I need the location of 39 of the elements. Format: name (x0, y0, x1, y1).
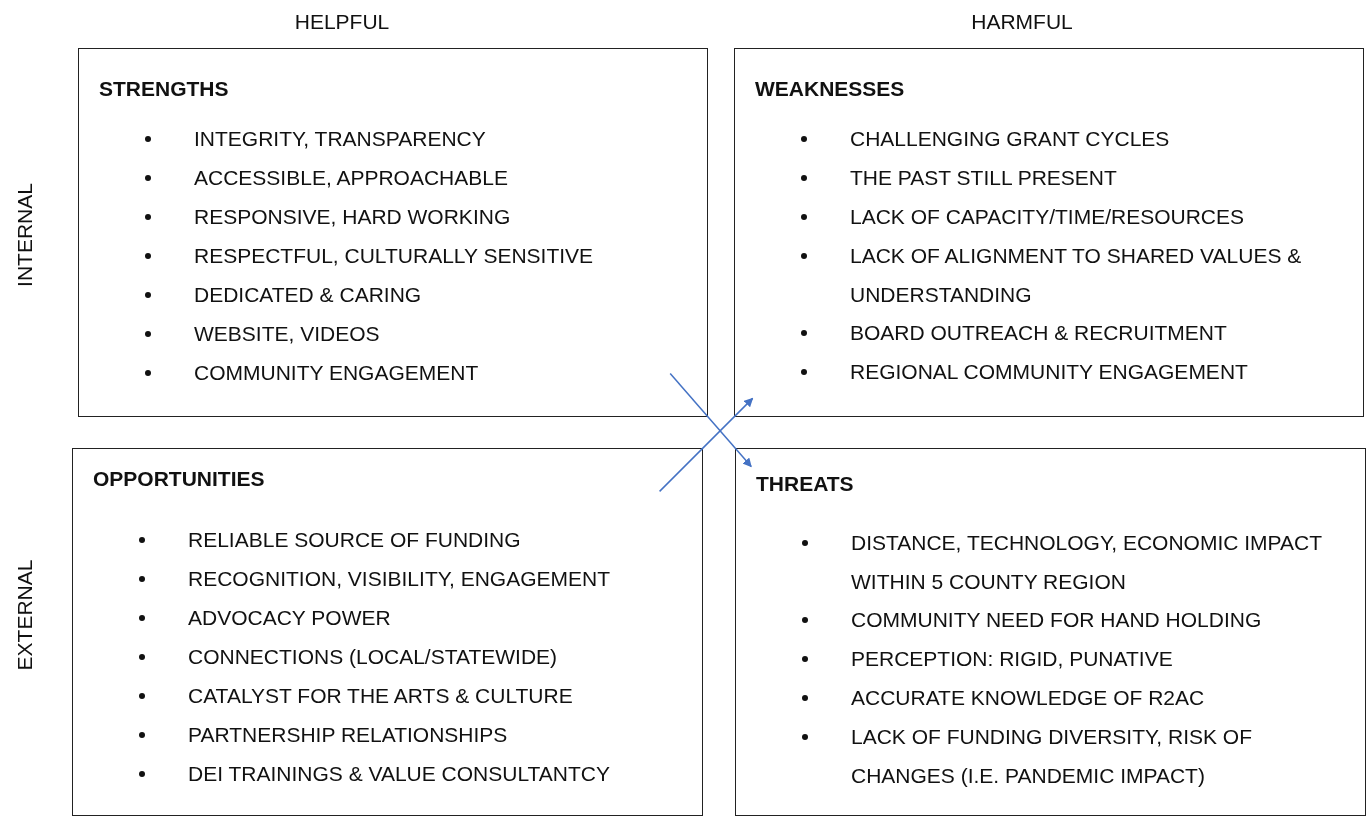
quadrant-box (734, 48, 1364, 417)
bullet-text: PERCEPTION: RIGID, PUNATIVE (851, 646, 1174, 672)
row-label: INTERNAL (13, 183, 37, 287)
bullet-text: COMMUNITY NEED FOR HAND HOLDING (851, 607, 1263, 633)
quadrant-heading: WEAKNESSES (755, 77, 905, 101)
quadrant-box (735, 448, 1366, 816)
bullet-text: BOARD OUTREACH & RECRUITMENT (850, 320, 1228, 346)
column-label: HELPFUL (294, 10, 390, 34)
bullet-text: LACK OF ALIGNMENT TO SHARED VALUES & UNDERSTANDING (850, 243, 1303, 308)
bullet-text: DEDICATED & CARING (194, 282, 423, 308)
bullet-text: RELIABLE SOURCE OF FUNDING (188, 527, 522, 553)
bullet-text: WEBSITE, VIDEOS (194, 321, 381, 347)
bullet-text: CHALLENGING GRANT CYCLES (850, 126, 1171, 152)
quadrant-box (72, 448, 703, 816)
bullet-text: REGIONAL COMMUNITY ENGAGEMENT (850, 359, 1249, 385)
bullet-text: LACK OF FUNDING DIVERSITY, RISK OF CHANGES (I.E. PANDEMIC IMPACT) (851, 724, 1253, 789)
bullet-text: DISTANCE, TECHNOLOGY, ECONOMIC IMPACT WITHIN 5 COUNTY REGION (851, 530, 1323, 595)
arrow (658, 397, 754, 493)
bullet-text: RESPONSIVE, HARD WORKING (194, 204, 512, 230)
bullet-text: LACK OF CAPACITY/TIME/RESOURCES (850, 204, 1245, 230)
bullet-text: PARTNERSHIP RELATIONSHIPS (188, 722, 509, 748)
bullet-text: CATALYST FOR THE ARTS & CULTURE (188, 683, 574, 709)
bullet-text: ACCESSIBLE, APPROACHABLE (194, 165, 509, 191)
bullet-text: COMMUNITY ENGAGEMENT (194, 360, 480, 386)
bullet-text: ACCURATE KNOWLEDGE OF R2AC (851, 685, 1206, 711)
bullet-text: CONNECTIONS (LOCAL/STATEWIDE) (188, 644, 559, 670)
bullet-text: ADVOCACY POWER (188, 605, 392, 631)
bullet-text: INTEGRITY, TRANSPARENCY (194, 126, 487, 152)
bullet-text: THE PAST STILL PRESENT (850, 165, 1118, 191)
quadrant-box (78, 48, 708, 417)
quadrant-heading: THREATS (756, 472, 854, 496)
arrow (669, 372, 752, 468)
column-label: HARMFUL (971, 10, 1073, 34)
bullet-text: RESPECTFUL, CULTURALLY SENSITIVE (194, 243, 595, 269)
bullet-text: RECOGNITION, VISIBILITY, ENGAGEMENT (188, 566, 612, 592)
quadrant-heading: OPPORTUNITIES (93, 467, 265, 491)
row-label: EXTERNAL (13, 559, 37, 671)
bullet-text: DEI TRAININGS & VALUE CONSULTANTCY (188, 761, 612, 787)
quadrant-heading: STRENGTHS (99, 77, 229, 101)
